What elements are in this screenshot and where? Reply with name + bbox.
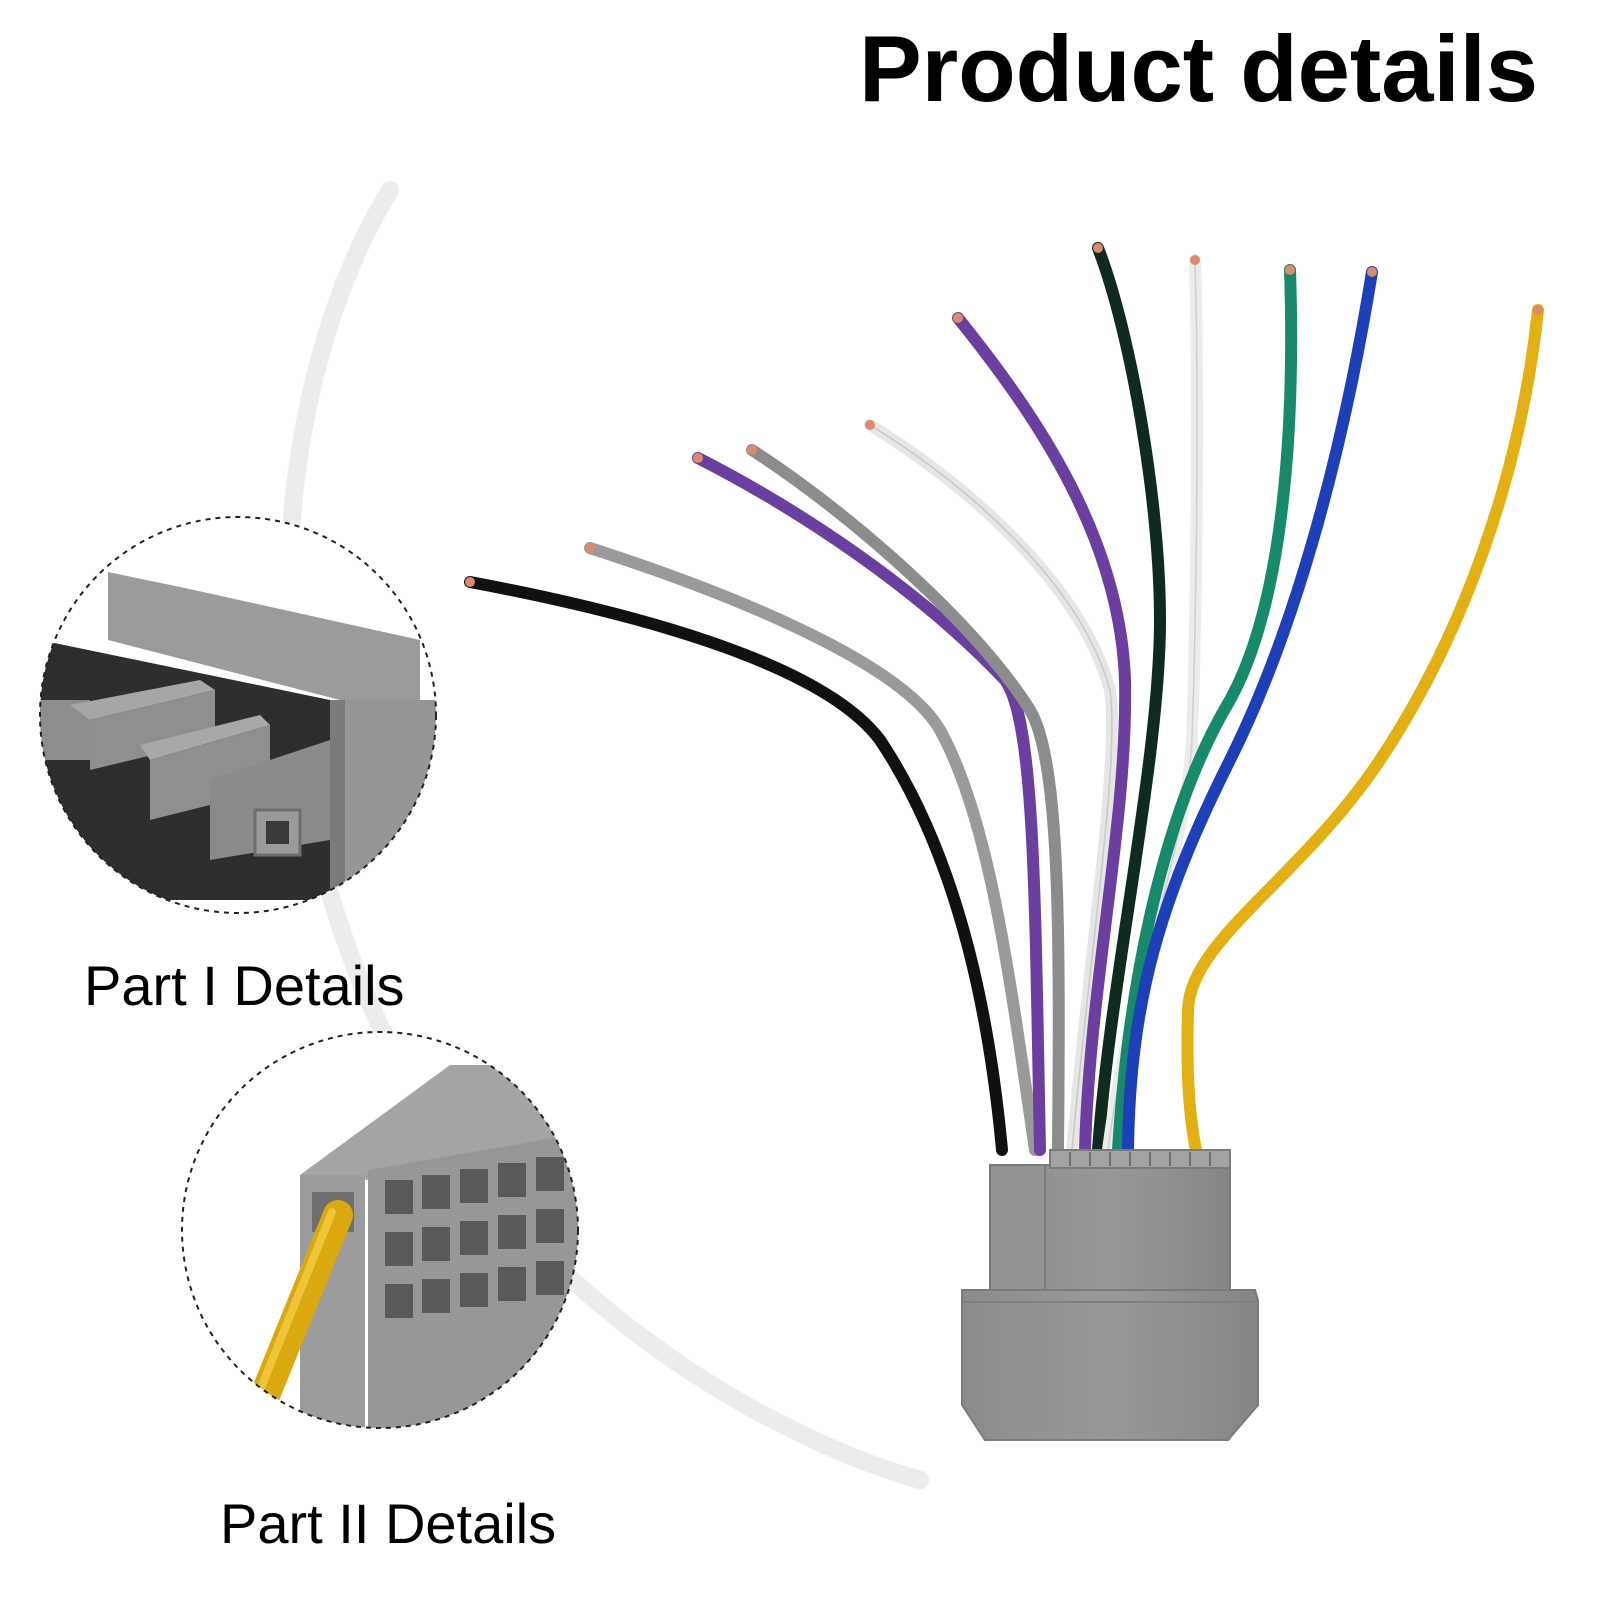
wire-blue: [1122, 266, 1378, 1156]
page-title: Product details: [858, 16, 1538, 121]
wire-harness: [464, 242, 1544, 1156]
part-2-caption: Part II Details: [220, 1492, 557, 1555]
wire-purple-2: [952, 312, 1132, 1156]
wire-black: [464, 576, 1008, 1156]
wire-black-green: [1092, 242, 1167, 1156]
wire-green: [1112, 264, 1298, 1156]
wire-yellow: [1181, 304, 1544, 1156]
wire-gray-1: [584, 542, 1041, 1156]
part-1-caption: Part I Details: [84, 954, 405, 1017]
connector: [961, 1149, 1259, 1441]
detail-circle-part-1: [39, 516, 437, 914]
wire-gray-2: [746, 444, 1065, 1156]
detail-circle-part-2: [181, 1031, 579, 1429]
